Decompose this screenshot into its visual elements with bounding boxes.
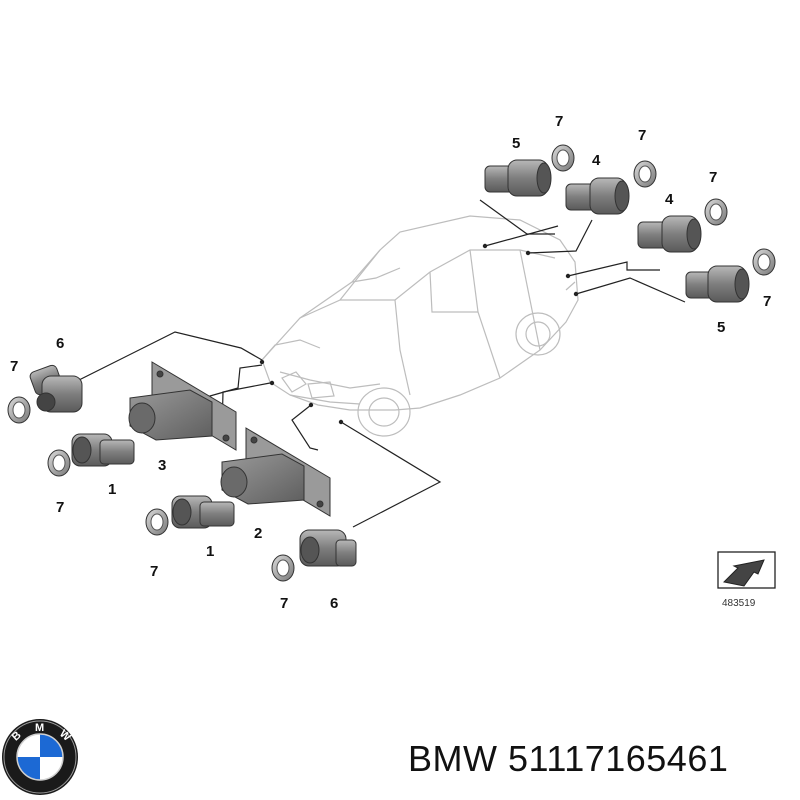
ring-part-7-c (704, 198, 728, 226)
ring-part-7-f (47, 449, 71, 477)
logo-letter: M (35, 722, 44, 734)
ring-part-7-d (752, 248, 776, 276)
ring-part-7-b (633, 160, 657, 188)
callout-label: 6 (330, 595, 338, 612)
ring-part-7-e (7, 396, 31, 424)
callout-label: 2 (254, 525, 262, 542)
callout-label: 7 (709, 169, 717, 186)
callout-label: 5 (512, 135, 520, 152)
sensor-part-4-lower (637, 215, 702, 253)
callout-label: 7 (555, 113, 563, 130)
callout-label: 7 (638, 127, 646, 144)
leader-dots (259, 243, 579, 425)
ring-part-7-h (271, 554, 295, 582)
callout-label: 7 (280, 595, 288, 612)
callout-label: 6 (56, 335, 64, 352)
callout-label: 7 (56, 499, 64, 516)
bmw-logo-icon: B M W (2, 719, 78, 795)
callout-label: 1 (108, 481, 116, 498)
sensor-part-5-lower (685, 265, 750, 303)
callout-label: 1 (206, 543, 214, 560)
part-number-label: BMW 51117165461 (408, 738, 729, 779)
callout-label: 7 (763, 293, 771, 310)
callout-label: 3 (158, 457, 166, 474)
sensor-part-6-lower (299, 529, 357, 567)
ring-part-7-g (145, 508, 169, 536)
car-outline (261, 215, 579, 437)
sensor-part-5-upper (484, 159, 552, 197)
callout-label: 7 (10, 358, 18, 375)
leader-lines (74, 199, 686, 528)
reference-number: 483519 (722, 598, 756, 609)
bracket-part-2 (220, 427, 331, 517)
sensor-part-1-upper (71, 433, 135, 467)
sensor-part-6-left (29, 364, 83, 413)
callout-label: 5 (717, 319, 725, 336)
callout-label: 7 (150, 563, 158, 580)
ring-part-7-a (551, 144, 575, 172)
callout-label: 4 (665, 191, 674, 208)
reference-arrow-box (717, 551, 776, 589)
sensor-part-1-lower (171, 495, 235, 529)
sensor-part-4-upper (565, 177, 630, 215)
callout-label: 4 (592, 152, 601, 169)
bracket-part-3 (128, 361, 237, 451)
